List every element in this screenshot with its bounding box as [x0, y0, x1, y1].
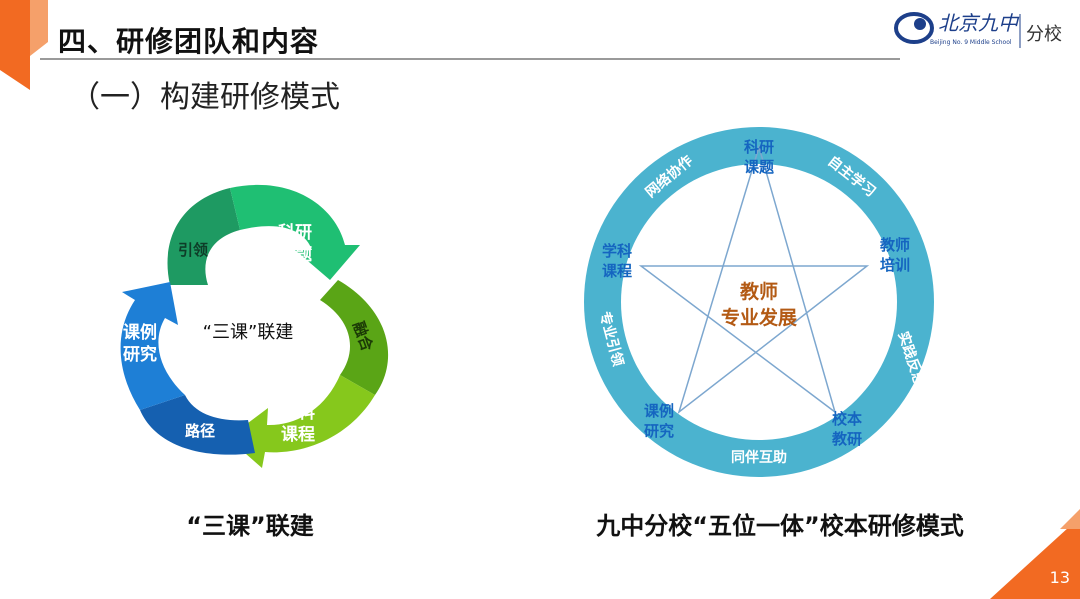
- cycle-center-label: “三课”联建: [203, 322, 294, 343]
- five-in-one-star-diagram: 科研 课题 教师 培训 校本 教研 课例 研究 学科 课程 教师 专业发展 网络…: [584, 127, 934, 477]
- school-logo: 北京九中 Beijing No. 9 Middle School 分校: [892, 6, 1072, 52]
- cycle-label-yinling: 引领: [178, 241, 208, 259]
- title-divider: [40, 58, 900, 60]
- cycle-caption: “三课”联建: [186, 512, 314, 540]
- cycle-segment-lujing: [140, 395, 255, 455]
- star-point-jiaoshi-1: 教师: [879, 236, 910, 254]
- cycle-label-keyan-2: 课题: [278, 245, 313, 265]
- star-point-keli-2: 研究: [644, 422, 674, 440]
- cycle-label-keli-1: 课例: [123, 322, 157, 343]
- star-point-xueke-1: 学科: [602, 242, 632, 260]
- star-point-keli-1: 课例: [644, 402, 674, 420]
- star-center-label-2: 专业发展: [721, 306, 797, 329]
- cycle-label-keyan-1: 科研: [278, 222, 312, 243]
- ring-label-tongban: 同伴互助: [731, 449, 787, 466]
- star-point-jiaoshi-2: 培训: [880, 256, 910, 274]
- logo-icon: 北京九中 Beijing No. 9 Middle School 分校: [894, 11, 1062, 48]
- logo-suffix: 分校: [1026, 24, 1062, 45]
- cycle-label-keli-2: 研究: [123, 344, 157, 365]
- inner-circle: [621, 164, 897, 440]
- cycle-label-lujing: 路径: [185, 422, 215, 440]
- star-shape: [638, 144, 870, 415]
- page-title: 四、研修团队和内容: [58, 25, 320, 58]
- star-point-xiaoben-1: 校本: [832, 410, 862, 428]
- page-number: 13: [1049, 568, 1070, 587]
- cycle-segment-xueke: [228, 375, 375, 468]
- cycle-label-xueke-2: 课程: [281, 425, 315, 445]
- cycle-segment-keli: [120, 282, 185, 410]
- star-point-xiaoben-2: 教研: [831, 430, 862, 448]
- cycle-segment-ronghe: [320, 280, 389, 395]
- corner-decoration-top-left: [0, 0, 48, 90]
- star-caption: 九中分校“五位一体”校本研修模式: [596, 512, 964, 540]
- cycle-segment-keyan: [230, 184, 360, 280]
- star-point-keyan-1: 科研: [744, 138, 774, 156]
- cycle-segment-yinling: [167, 188, 240, 285]
- cycle-label-xueke-1: 学科: [281, 402, 315, 423]
- logo-subtext: Beijing No. 9 Middle School: [930, 39, 1012, 46]
- corner-decoration-bottom-right: [990, 509, 1080, 599]
- star-point-xueke-2: 课程: [602, 262, 632, 280]
- three-course-cycle-diagram: 引领 科研 课题 融合 学科 课程 路径 课例 研究 “三课”联建: [120, 184, 389, 468]
- star-center-label-1: 教师: [740, 280, 778, 303]
- star-point-keyan-2: 课题: [744, 158, 775, 176]
- section-subtitle: （一）构建研修模式: [70, 80, 340, 115]
- logo-text: 北京九中: [938, 11, 1020, 35]
